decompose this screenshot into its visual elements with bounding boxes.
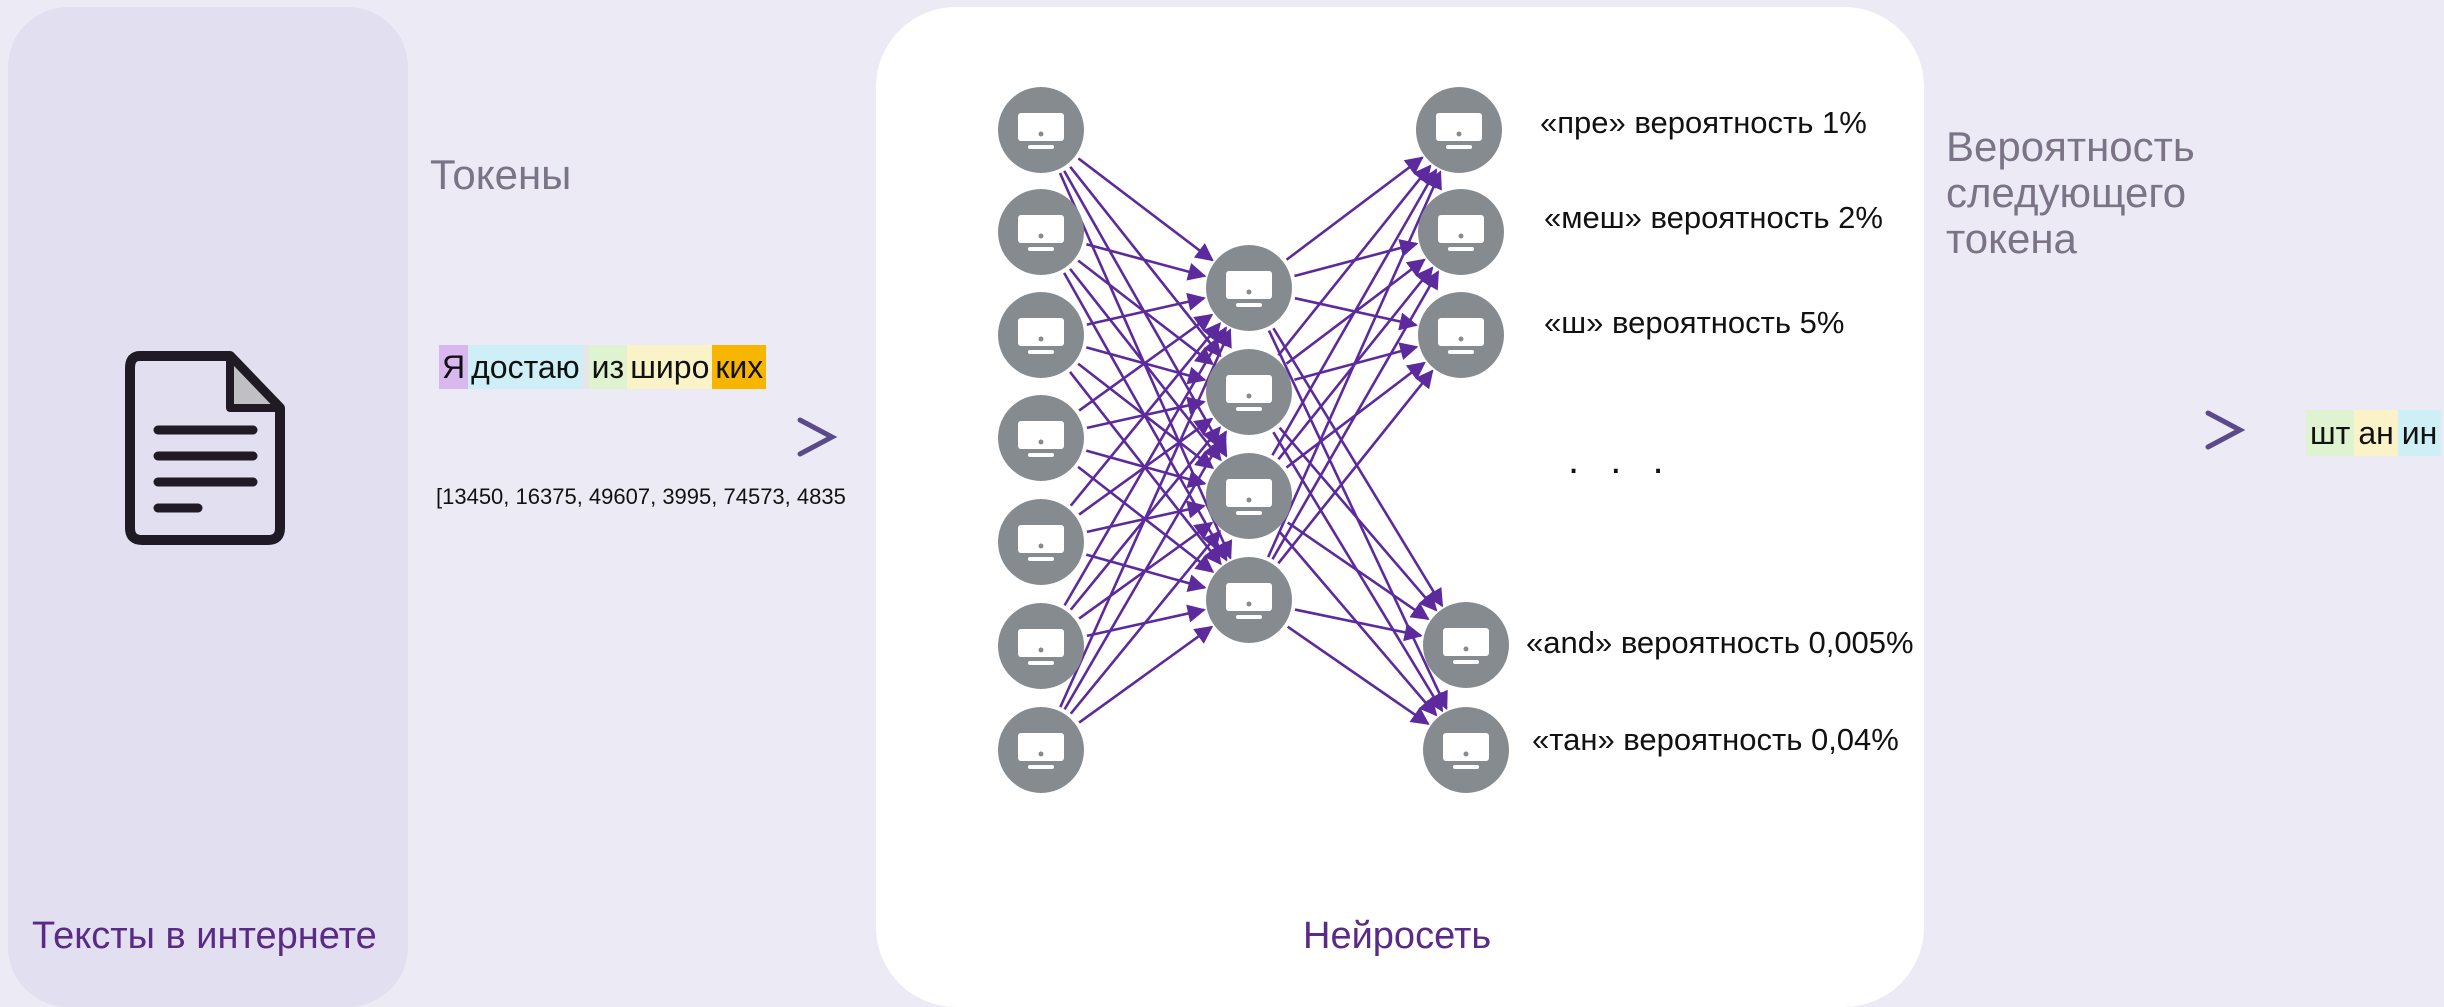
- edge-in-1-0: [1086, 242, 1207, 281]
- edge-in-6-2: [1069, 530, 1222, 715]
- token-chip-1: достаю: [468, 345, 583, 389]
- probability-label: Вероятность следующего токена: [1946, 123, 2195, 262]
- output-probability-label-1: «меш» вероятность 2%: [1544, 200, 1883, 235]
- output-probability-label-3: «and» вероятность 0,005%: [1526, 625, 1914, 660]
- input-node-6: [998, 707, 1084, 793]
- network-to-result-arrow-head: [2205, 410, 2246, 450]
- edge-in-6-0: [1059, 328, 1232, 708]
- hidden-node-1: [1206, 349, 1292, 435]
- token-chip-5: ких: [712, 345, 767, 389]
- output-probability-label-2: «ш» вероятность 5%: [1544, 305, 1845, 340]
- hidden-node-3: [1206, 557, 1292, 643]
- edge-out-3-3: [1294, 608, 1423, 642]
- token-chip-3: из: [588, 345, 628, 389]
- input-node-4: [998, 499, 1084, 585]
- output-node-1: [1418, 189, 1504, 275]
- token-chip-4: широ: [627, 345, 713, 389]
- result-token-chip-1: ан: [2354, 410, 2398, 456]
- input-node-0: [998, 87, 1084, 173]
- result-token-chip-0: шт: [2306, 410, 2355, 456]
- edge-out-0-3: [1272, 327, 1444, 608]
- output-probability-label-4: «тан» вероятность 0,04%: [1532, 722, 1899, 757]
- hidden-node-2: [1206, 453, 1292, 539]
- edge-out-3-4: [1286, 625, 1430, 725]
- edge-out-3-1: [1271, 270, 1440, 560]
- output-node-2: [1418, 292, 1504, 378]
- edge-in-3-0: [1078, 313, 1214, 412]
- edge-in-6-1: [1063, 430, 1228, 711]
- output-probability-label-0: «пре» вероятность 1%: [1540, 105, 1867, 140]
- edge-in-0-0: [1077, 157, 1214, 262]
- edge-in-2-0: [1086, 292, 1206, 326]
- tokens-label: Токены: [430, 151, 572, 198]
- output-node-4: [1423, 707, 1509, 793]
- edge-out-1-3: [1278, 426, 1438, 612]
- input-node-5: [998, 603, 1084, 689]
- edge-out-0-0: [1285, 156, 1424, 261]
- document-icon: [125, 351, 285, 545]
- edge-out-1-0: [1277, 164, 1432, 357]
- output-node-0: [1416, 87, 1502, 173]
- token-chip-0: Я: [439, 345, 469, 389]
- tokens-to-network-arrow-head: [797, 417, 838, 457]
- input-node-2: [998, 292, 1084, 378]
- edge-in-6-3: [1078, 625, 1214, 724]
- input-node-1: [998, 189, 1084, 275]
- output-node-3: [1423, 602, 1509, 688]
- network-caption: Нейросеть: [1303, 915, 1492, 957]
- token-chip-2: [582, 345, 589, 389]
- edge-in-5-0: [1063, 326, 1228, 607]
- result-token-chip-2: ин: [2397, 410, 2442, 456]
- texts-caption: Тексты в интернете: [32, 915, 377, 957]
- edge-out-3-0: [1266, 170, 1442, 558]
- hidden-node-0: [1206, 245, 1292, 331]
- edge-in-4-0: [1069, 322, 1222, 507]
- texts-panel: [8, 7, 408, 1007]
- edge-out-2-0: [1271, 168, 1438, 456]
- edge-out-3-2: [1277, 369, 1434, 565]
- token-ids: [13450, 16375, 49607, 3995, 74573, 4835: [436, 484, 846, 509]
- input-node-3: [998, 395, 1084, 481]
- edge-out-2-3: [1287, 521, 1430, 621]
- ellipsis: . . .: [1568, 438, 1674, 482]
